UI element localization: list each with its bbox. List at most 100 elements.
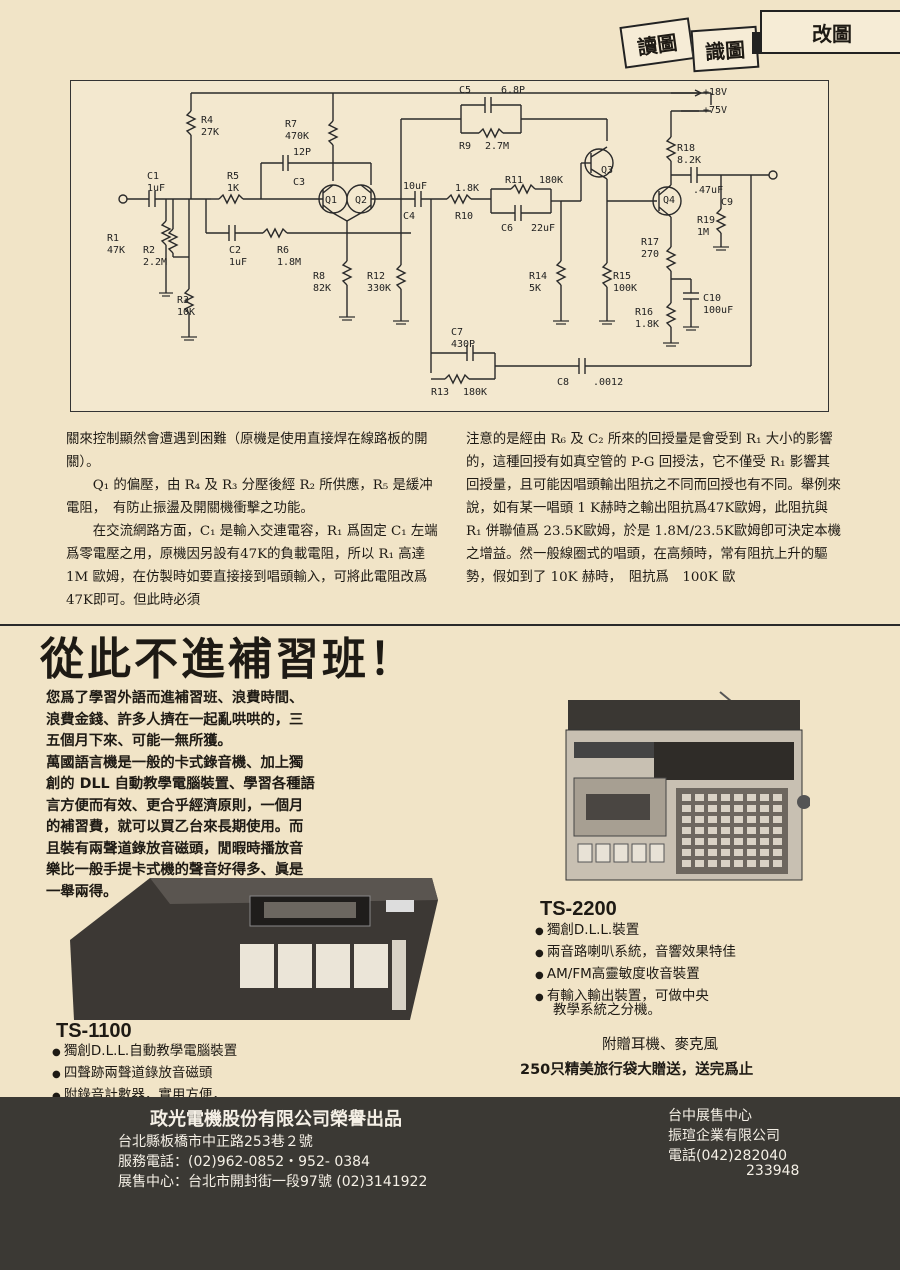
grille-hole	[747, 816, 756, 823]
grille-hole	[760, 805, 769, 812]
label-c6: C6	[501, 223, 514, 234]
feature-item: 獨創D.L.L.裝置	[535, 920, 835, 942]
label-q3: Q3	[601, 165, 614, 176]
grille-hole	[721, 805, 730, 812]
label-c8: C8	[557, 377, 570, 388]
label-r1-value: 47K	[107, 245, 126, 256]
grille-hole	[708, 827, 717, 834]
label-q1: Q1	[325, 195, 338, 206]
ts1100-product-image	[60, 870, 445, 1020]
feature-item: 兩音路喇叭系統，音響效果特佳	[535, 942, 835, 964]
label-c1-value: 1uF	[147, 183, 166, 194]
ad-body-line: 您爲了學習外語而進補習班、浪費時間、	[46, 690, 304, 706]
label-c6-value: 22uF	[531, 223, 556, 234]
ts1100-model: TS-1100	[56, 1020, 132, 1042]
ad-body-text: 您爲了學習外語而進補習班、浪費時間、 浪費金錢、許多人擠在一起亂哄哄的，三 五個…	[46, 688, 406, 903]
schematic-wiring	[118, 89, 778, 385]
label-q2: Q2	[355, 195, 368, 206]
label-c10: C10	[703, 293, 722, 304]
article-paragraph: 在交流網路方面，C₁ 是輸入交連電容，R₁ 爲固定 C₁ 左端爲零電壓之用，原機…	[66, 524, 438, 608]
ad-body-line: 樂比一般手提卡式機的聲音好得多、眞是	[46, 862, 304, 878]
grille-hole	[760, 849, 769, 856]
article-right-column: 注意的是經由 R₆ 及 C₂ 所來的回授量是會受到 R₁ 大小的影響的，這種回授…	[466, 428, 841, 589]
ad-body-line: 五個月下來、可能一無所獲。	[46, 733, 232, 749]
grille-hole	[708, 849, 717, 856]
grille-hole	[734, 849, 743, 856]
cassette-deck-illustration	[70, 878, 438, 1020]
tab-read-diagram: 讀圖	[619, 17, 695, 69]
label-c1: C1	[147, 171, 160, 182]
label-r19-value: 1M	[697, 227, 710, 238]
grille-hole	[682, 860, 691, 867]
label-r19: R19	[697, 215, 716, 226]
grille-hole	[708, 838, 717, 845]
label-r12-value: 330K	[367, 283, 392, 294]
footer-address: 台北縣板橋市中正路253巷２號	[118, 1134, 313, 1150]
grille-hole	[695, 860, 704, 867]
grille-hole	[773, 816, 782, 823]
ts2200-product-image	[560, 690, 811, 890]
grille-hole	[760, 860, 769, 867]
grille-hole	[721, 849, 730, 856]
grille-hole	[773, 827, 782, 834]
tab-label: 識圖	[704, 37, 746, 64]
grille-hole	[695, 805, 704, 812]
radio-cassette-illustration	[565, 691, 811, 881]
grille-hole	[708, 816, 717, 823]
article-left-column: 關來控制顯然會遭遇到困難（原機是使用直接焊在線路板的開關）。 Q₁ 的偏壓，由 …	[66, 428, 441, 612]
grille-hole	[682, 849, 691, 856]
label-c9-value: .47uF	[693, 185, 724, 196]
grille-hole	[773, 794, 782, 801]
label-r11-value: 180K	[539, 175, 564, 186]
ad-body-line: 萬國語言機是一般的卡式錄音機、加上獨	[46, 754, 304, 771]
taichung-company: 振瑄企業有限公司	[668, 1128, 780, 1144]
grille-hole	[682, 827, 691, 834]
label-r16: R16	[635, 307, 654, 318]
footer-bar: 政光電機股份有限公司榮譽出品 台北縣板橋市中正路253巷２號 服務電話：(02)…	[0, 1097, 900, 1270]
label-r8: R8	[313, 271, 326, 282]
label-c4-value: 10uF	[403, 181, 428, 192]
label-r9: R9	[459, 141, 472, 152]
ts2200-model: TS-2200	[540, 898, 617, 920]
grille-hole	[747, 860, 756, 867]
label-r1: R1	[107, 233, 120, 244]
ad-body-line: 的補習費，就可以買乙台來長期使用。而	[46, 819, 304, 835]
grille-hole	[682, 838, 691, 845]
label-r14-value: 5K	[529, 283, 542, 294]
tab-label: 讀圖	[635, 29, 679, 60]
grille-hole	[773, 838, 782, 845]
label-r3-value: 10K	[177, 307, 196, 318]
ad-body-line: 且裝有兩聲道錄放音磁頭，閒暇時播放音	[46, 840, 304, 857]
label-c9: C9	[721, 197, 734, 208]
grille-hole	[760, 794, 769, 801]
footer-showroom: 展售中心：台北市開封街一段97號 (02)3141922	[118, 1174, 428, 1190]
ad-body-line: 浪費金錢、許多人擠在一起亂哄哄的，三	[46, 711, 304, 728]
grille-hole	[682, 816, 691, 823]
grille-hole	[708, 794, 717, 801]
feature-item: 獨創D.L.L.自動教學電腦裝置	[52, 1041, 352, 1063]
label-r14: R14	[529, 271, 548, 282]
label-r5: R5	[227, 171, 240, 182]
label-c2: C2	[229, 245, 242, 256]
tab-marker	[752, 32, 762, 54]
ad-body-line: 一舉兩得。	[46, 883, 118, 900]
feature-item: AM/FM高靈敏度收音裝置	[535, 964, 835, 986]
grille-hole	[734, 816, 743, 823]
label-r2: R2	[143, 245, 156, 256]
label-r4-value: 27K	[201, 127, 220, 138]
grille-hole	[760, 838, 769, 845]
grille-hole	[695, 838, 704, 845]
ad-headline: 從此不進補習班！	[40, 634, 416, 685]
label-c10-value: 100uF	[703, 305, 734, 316]
label-r18-value: 8.2K	[677, 155, 702, 166]
label-r12: R12	[367, 271, 386, 282]
label-18v: +18V	[703, 87, 728, 98]
label-r18: R18	[677, 143, 696, 154]
label-c7: C7	[451, 327, 464, 338]
label-r8-value: 82K	[313, 283, 332, 294]
label-q4: Q4	[663, 195, 676, 206]
label-75v: +75V	[703, 105, 728, 116]
label-r5-value: 1K	[227, 183, 240, 194]
grille-hole	[773, 860, 782, 867]
footer-company: 政光電機股份有限公司榮譽出品	[150, 1109, 402, 1130]
